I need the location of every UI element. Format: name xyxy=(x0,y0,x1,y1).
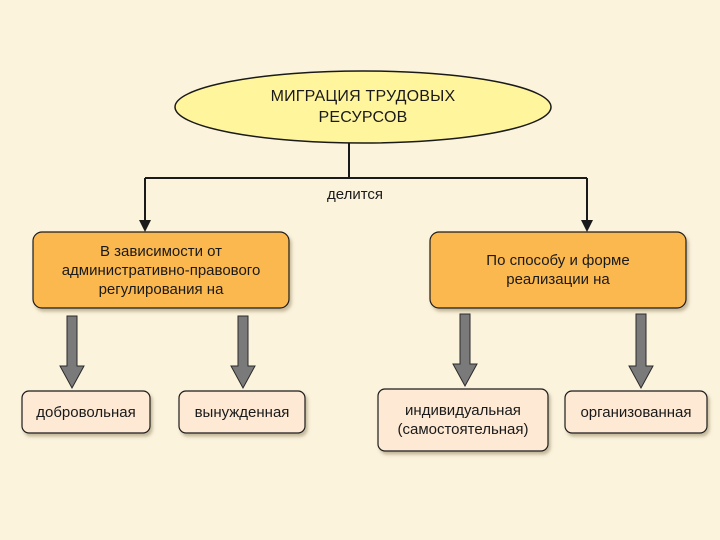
category-label-method: По способу и форме реализации на xyxy=(486,252,630,288)
category-label-administrative: В зависимости от административно-правово… xyxy=(61,242,261,298)
block-arrows xyxy=(59,313,654,390)
block-arrow-2 xyxy=(230,315,256,390)
root-connectors xyxy=(144,143,588,222)
arrowhead-right xyxy=(581,220,593,232)
category-box-2 xyxy=(429,231,687,309)
category-box-1 xyxy=(32,231,290,309)
root-title: МИГРАЦИЯ ТРУДОВЫХ РЕСУРСОВ xyxy=(270,88,456,126)
block-arrow-4 xyxy=(628,313,654,390)
arrowhead-left xyxy=(139,220,151,232)
leaf-box-4 xyxy=(564,390,708,434)
connector-label: делится xyxy=(326,185,384,203)
leaf-label-forced: вынужденная xyxy=(194,403,290,421)
leaf-box-3 xyxy=(377,388,549,452)
leaf-box-2 xyxy=(178,390,306,434)
leaf-label-voluntary: добровольная xyxy=(36,403,136,421)
block-arrow-1 xyxy=(59,315,85,390)
leaf-label-organized: организованная xyxy=(580,403,692,421)
leaf-label-individual: индивидуальная (самостоятельная) xyxy=(397,402,529,438)
root-node xyxy=(174,70,552,144)
leaf-box-1 xyxy=(21,390,151,434)
block-arrow-3 xyxy=(452,313,478,388)
